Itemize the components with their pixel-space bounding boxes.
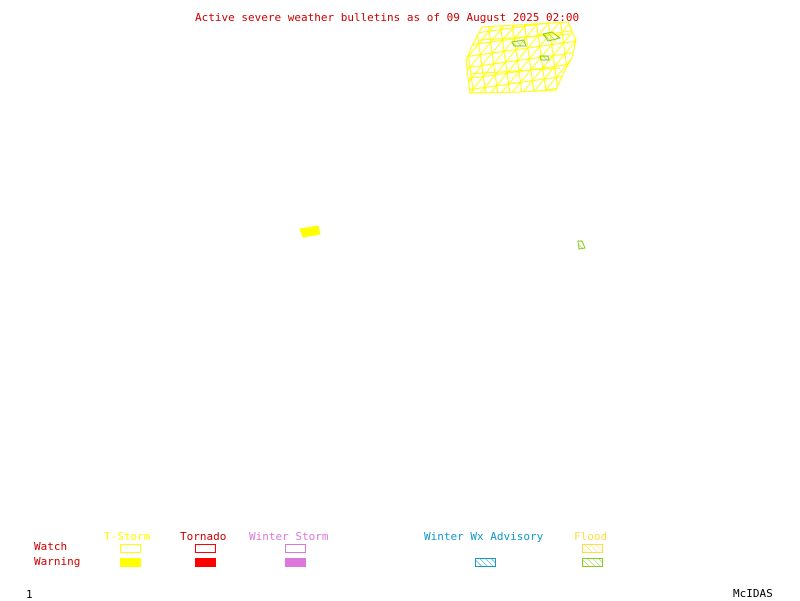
map-title: Active severe weather bulletins as of 09… bbox=[195, 11, 580, 24]
tstorm-warning-swatch bbox=[120, 558, 141, 567]
tornado-watch-swatch bbox=[195, 544, 216, 553]
flood-warning-swatch bbox=[582, 558, 603, 567]
winter-storm-watch-swatch bbox=[285, 544, 306, 553]
legend-winter-wx-label: Winter Wx Advisory bbox=[424, 530, 544, 543]
flood-warning-areas bbox=[511, 31, 562, 61]
tornado-warning-swatch bbox=[195, 558, 216, 567]
legend-flood-label: Flood bbox=[574, 530, 608, 543]
legend-tornado-label: Tornado bbox=[180, 530, 227, 543]
tstorm-watch-cluster bbox=[465, 21, 577, 94]
software-label: McIDAS bbox=[733, 587, 773, 600]
flood-watch-swatch bbox=[582, 544, 603, 553]
tstorm-warning-area bbox=[299, 225, 321, 238]
legend-warning-label: Warning bbox=[34, 555, 81, 568]
winter-storm-warning-swatch bbox=[285, 558, 306, 567]
frame-number: 1 bbox=[26, 588, 33, 601]
legend-winter-storm-label: Winter Storm bbox=[249, 530, 329, 543]
winter-wx-advisory-swatch bbox=[475, 558, 496, 567]
legend-tstorm-label: T-Storm bbox=[104, 530, 151, 543]
flood-warning-small bbox=[577, 240, 586, 250]
legend-watch-label: Watch bbox=[34, 540, 68, 553]
legend-swatches bbox=[120, 544, 603, 567]
tstorm-watch-swatch bbox=[120, 544, 141, 553]
